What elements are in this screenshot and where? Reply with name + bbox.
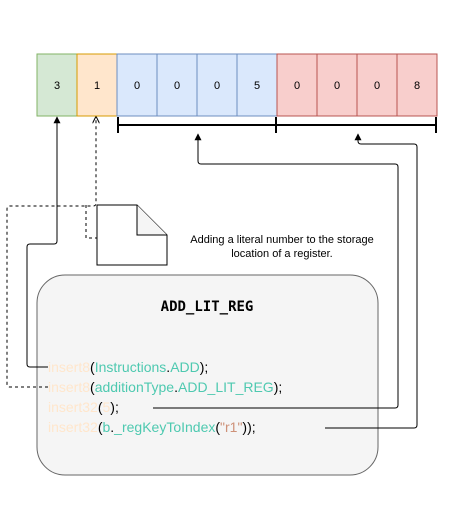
byte-cell xyxy=(396,53,438,117)
note-line-2: location of a register. xyxy=(231,248,333,260)
code-token: . xyxy=(110,419,114,435)
note-shape xyxy=(85,204,168,266)
code-line: insert32(5); xyxy=(48,399,119,415)
code-token: Instructions xyxy=(95,359,167,375)
code-token: insert32 xyxy=(48,399,98,415)
code-box-title: ADD_LIT_REG xyxy=(161,299,254,315)
arrow-addition-type xyxy=(6,117,96,388)
code-box xyxy=(36,274,379,476)
byte-cells: 3 1 0 0 0 5 0 0 0 8 xyxy=(36,53,438,117)
code-token: ( xyxy=(98,399,103,415)
code-line: insert8(additionType.ADD_LIT_REG); xyxy=(48,379,282,395)
code-token: b xyxy=(102,419,110,435)
code-token: ADD_LIT_REG xyxy=(178,379,274,395)
code-line: insert32(b._regKeyToIndex("r1")); xyxy=(48,419,256,435)
byte-cell-value: 0 xyxy=(174,80,180,92)
code-token: ); xyxy=(200,359,209,375)
byte-cell-value: 0 xyxy=(134,80,140,92)
byte-cell xyxy=(36,53,78,117)
byte-cell xyxy=(316,53,358,117)
code-token: ( xyxy=(98,419,103,435)
code-token: ); xyxy=(274,379,283,395)
byte-cell-value: 0 xyxy=(214,80,220,92)
byte-cell xyxy=(116,53,158,117)
code-token: ( xyxy=(215,419,220,435)
code-token: insert8 xyxy=(48,359,90,375)
code-lines: insert8(Instructions.ADD);insert8(additi… xyxy=(48,359,282,435)
arrow-opcode xyxy=(26,116,61,368)
code-token: insert8 xyxy=(48,379,90,395)
code-token: ADD xyxy=(170,359,200,375)
byte-cell xyxy=(276,53,318,117)
code-token: ( xyxy=(90,379,95,395)
byte-cell-value: 8 xyxy=(414,80,420,92)
byte-cell-value: 5 xyxy=(254,80,260,92)
code-line: insert8(Instructions.ADD); xyxy=(48,359,208,375)
code-token: )); xyxy=(242,419,255,435)
byte-cell-value: 1 xyxy=(94,80,100,92)
byte-cell xyxy=(356,53,398,117)
code-token: additionType xyxy=(95,379,175,395)
byte-cell-value: 0 xyxy=(374,80,380,92)
code-token: . xyxy=(166,359,170,375)
byte-cell-value: 3 xyxy=(54,80,60,92)
code-token: _regKeyToIndex xyxy=(113,419,215,435)
note-line-1: Adding a literal number to the storage xyxy=(190,234,373,246)
code-token: ); xyxy=(110,399,119,415)
arrow-literal xyxy=(153,133,399,409)
bracket-literal-value xyxy=(117,117,277,133)
byte-cell xyxy=(196,53,238,117)
arrow-register xyxy=(325,133,418,429)
code-token: insert32 xyxy=(48,419,98,435)
byte-cell xyxy=(236,53,278,117)
byte-cell xyxy=(76,53,118,117)
byte-cell-value: 0 xyxy=(294,80,300,92)
bracket-register-index xyxy=(276,117,437,133)
code-token: "r1" xyxy=(220,419,242,435)
byte-cell-value: 0 xyxy=(334,80,340,92)
code-token: ( xyxy=(90,359,95,375)
code-token: . xyxy=(174,379,178,395)
code-token: 5 xyxy=(102,399,110,415)
